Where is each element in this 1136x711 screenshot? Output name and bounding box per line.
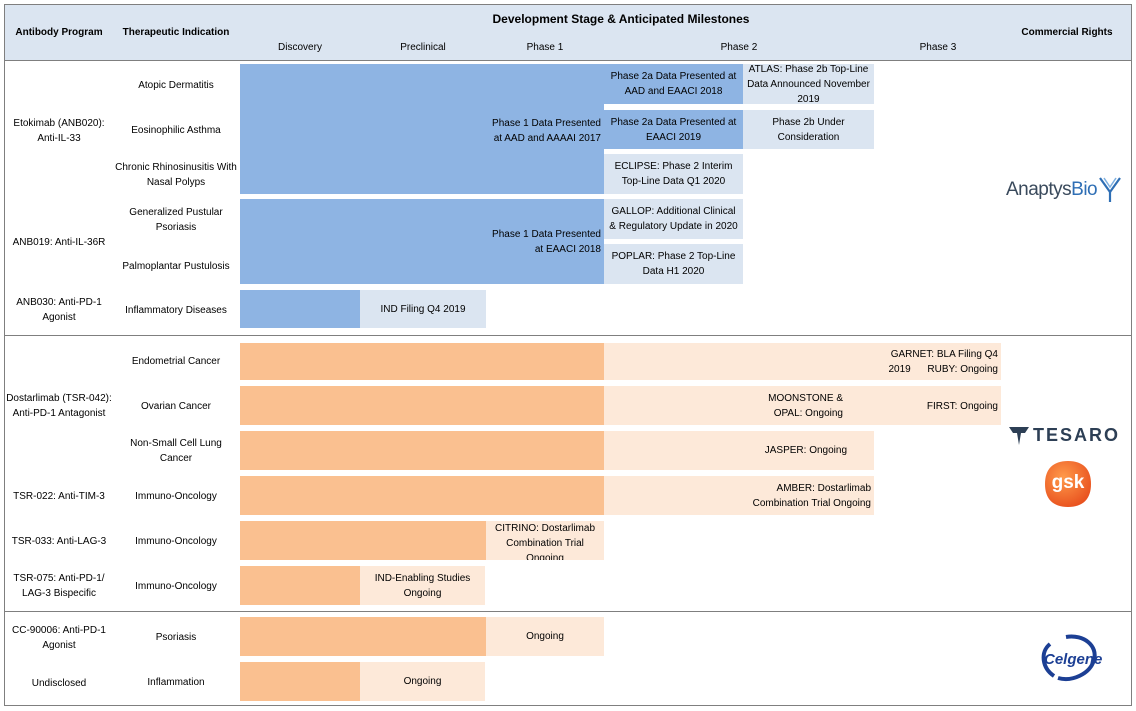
tesaro-logo-text: TESARO: [1033, 424, 1121, 445]
tesaro-t-icon: [1009, 427, 1029, 445]
milestone-endometrial-garnet-line2: 2019 RUBY: Ongoing: [888, 363, 998, 375]
milestone-etokimab-phase1: Phase 1 Data Presented at AAD and AAAAI …: [492, 118, 601, 144]
bar-tsr033-citrino: CITRINO: Dostarlimab Combination Trial O…: [486, 521, 604, 560]
table-header: [4, 4, 1132, 60]
indication-gpp: Generalized Pustular Psoriasis: [129, 207, 223, 233]
bar-undisclosed-discovery: [240, 662, 360, 701]
indication-immuno-oncology: Immuno-Oncology: [135, 580, 217, 592]
bar-ovarian-phase3: [604, 386, 1001, 425]
celgene-swirl-icon: [1041, 634, 1097, 681]
program-anb019: ANB019: Anti-IL-36R: [12, 236, 106, 248]
program-etokimab: Etokimab (ANB020): Anti-IL-33: [13, 118, 105, 144]
program-cc90006: CC-90006: Anti-PD-1 Agonist: [12, 625, 106, 651]
indication-nsclc: Non-Small Cell Lung Cancer: [130, 438, 222, 464]
bar-endometrial-phase3: [604, 343, 1001, 380]
indication-endometrial-cancer: Endometrial Cancer: [131, 355, 221, 367]
indication-crs-nasal-polyps: Chronic Rhinosinusitis With Nasal Polyps: [115, 162, 237, 188]
indication-psoriasis: Psoriasis: [155, 631, 197, 643]
stage-preclinical: Preclinical: [400, 41, 446, 53]
indication-eosinophilic-asthma: Eosinophilic Asthma: [131, 124, 221, 136]
program-tsr022: TSR-022: Anti-TIM-3: [13, 490, 105, 502]
anaptysbio-logo: AnaptysBio: [1006, 174, 1128, 206]
anaptysbio-logo-text: AnaptysBio: [1006, 179, 1098, 201]
bar-tsr075-ind: IND-Enabling Studies Ongoing: [360, 566, 485, 605]
program-tsr033: TSR-033: Anti-LAG-3: [11, 535, 107, 547]
indication-ppp: Palmoplantar Pustulosis: [122, 260, 230, 272]
section-divider: [4, 60, 1132, 61]
header-therapeutic-indication: Therapeutic Indication: [122, 26, 230, 38]
anaptysbio-logo-word-bio: Bio: [1071, 179, 1098, 200]
gsk-logo-text: gsk: [1051, 472, 1085, 493]
bar-anb030-discovery: [240, 290, 360, 328]
milestone-ovarian-moonstone: MOONSTONE & OPAL: Ongoing: [768, 393, 843, 419]
bar-ea-phase2a: Phase 2a Data Presented at EAACI 2019: [604, 110, 743, 149]
bar-nsclc-phase1: [240, 431, 604, 470]
header-development-stage: Development Stage & Anticipated Mileston…: [492, 11, 750, 26]
milestone-endometrial-garnet-line1: GARNET: BLA Filing Q4: [890, 348, 998, 360]
bar-anb030-ind: IND Filing Q4 2019: [360, 290, 486, 328]
bar-anb019-phase1: [240, 199, 604, 284]
bar-nsclc-jasper: JASPER: Ongoing: [604, 431, 874, 470]
table-frame: [4, 4, 1132, 706]
header-antibody-program: Antibody Program: [15, 26, 103, 38]
stage-phase2: Phase 2: [720, 41, 758, 53]
bar-ea-phase2b: Phase 2b Under Consideration: [743, 110, 874, 149]
bar-crs-eclipse: ECLIPSE: Phase 2 Interim Top-Line Data Q…: [604, 154, 743, 194]
indication-inflammation: Inflammation: [147, 676, 205, 688]
milestone-ovarian-first: FIRST: Ongoing: [926, 400, 998, 412]
program-tsr075: TSR-075: Anti-PD-1/ LAG-3 Bispecific: [13, 573, 105, 599]
celgene-logo: Celgene: [1036, 634, 1116, 684]
section-divider: [4, 335, 1132, 336]
milestone-endometrial-garnet: GARNET: BLA Filing Q4 2019 RUBY: Ongoing: [874, 345, 1001, 378]
bar-etokimab-phase1: [240, 64, 604, 194]
indication-inflammatory-diseases: Inflammatory Diseases: [125, 304, 227, 316]
gsk-logo: gsk: [1043, 459, 1093, 509]
bar-ad-phase2a: Phase 2a Data Presented at AAD and EAACI…: [604, 64, 743, 104]
bar-gpp-gallop: GALLOP: Additional Clinical & Regulatory…: [604, 199, 743, 239]
bar-tsr022-amber: AMBER: Dostarlimab Combination Trial Ong…: [604, 476, 874, 515]
bar-ppp-poplar: POPLAR: Phase 2 Top-Line Data H1 2020: [604, 244, 743, 284]
antibody-y-icon: [1099, 177, 1122, 202]
section-divider: [4, 611, 1132, 612]
bar-tsr022-phase1: [240, 476, 604, 515]
bar-ovarian-phase1: [240, 386, 604, 425]
indication-immuno-oncology: Immuno-Oncology: [135, 490, 217, 502]
indication-ovarian-cancer: Ovarian Cancer: [140, 400, 212, 412]
celgene-logo-text: Celgene: [1044, 651, 1103, 668]
bar-tsr033-preclinical: [240, 521, 486, 560]
bar-cc90006-preclinical: [240, 617, 486, 656]
bar-cc90006-ongoing: Ongoing: [486, 617, 604, 656]
indication-immuno-oncology: Immuno-Oncology: [135, 535, 217, 547]
bar-tsr075-discovery: [240, 566, 360, 605]
stage-discovery: Discovery: [278, 41, 322, 53]
milestone-anb019-phase1: Phase 1 Data Presented at EAACI 2018: [492, 229, 601, 255]
header-commercial-rights: Commercial Rights: [1021, 26, 1113, 38]
stage-phase3: Phase 3: [919, 41, 957, 53]
bar-ad-atlas: ATLAS: Phase 2b Top-Line Data Announced …: [743, 64, 874, 104]
tesaro-logo: TESARO: [1008, 423, 1126, 447]
program-undisclosed: Undisclosed: [31, 677, 87, 689]
anaptysbio-logo-word: Anaptys: [1006, 179, 1072, 200]
program-dostarlimab: Dostarlimab (TSR-042): Anti-PD-1 Antagon…: [6, 393, 112, 419]
bar-undisclosed-ongoing: Ongoing: [360, 662, 485, 701]
stage-phase1: Phase 1: [526, 41, 564, 53]
program-anb030: ANB030: Anti-PD-1 Agonist: [16, 297, 102, 323]
gsk-badge-icon: [1045, 461, 1091, 507]
bar-endometrial-phase1: [240, 343, 604, 380]
indication-atopic-dermatitis: Atopic Dermatitis: [138, 79, 214, 91]
